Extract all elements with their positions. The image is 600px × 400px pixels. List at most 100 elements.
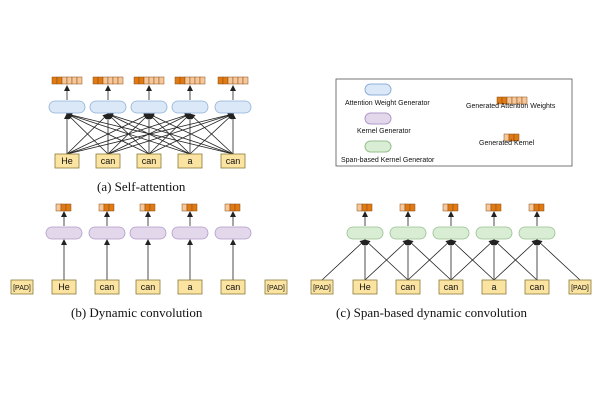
sa-edge-5-4 xyxy=(189,113,234,155)
dc-token-3-label: can xyxy=(141,282,156,292)
caption-dynamic-convolution: (b) Dynamic convolution xyxy=(71,305,203,320)
sdc-pad-left-label: [PAD] xyxy=(313,285,331,292)
sa-weights-4-cell-0 xyxy=(174,76,181,85)
sa-token-3-box xyxy=(136,153,162,169)
sdc-kernel-2-cell-0 xyxy=(399,203,406,212)
dc-kernel-3-cell-0 xyxy=(139,203,146,212)
dc-pad-right-label: [PAD] xyxy=(267,285,285,292)
dc-token-1-box xyxy=(51,279,77,295)
sdc-token-4-box xyxy=(481,279,507,295)
sa-weights-5-cell-5 xyxy=(242,76,249,85)
sa-weights-2-cell-3 xyxy=(107,76,114,85)
sdc-token-1-box xyxy=(352,279,378,295)
sdc-kernel-1-cell-2 xyxy=(366,203,373,212)
sa-weights-4-cell-5 xyxy=(199,76,206,85)
dc-kernel-2-cell-1 xyxy=(103,203,110,212)
sa-token-2-label: can xyxy=(101,156,116,166)
sa-weights-5-cell-2 xyxy=(227,76,234,85)
generator-nodes xyxy=(45,100,556,240)
sdc-kernel-1-cell-1 xyxy=(361,203,368,212)
sa-weights-1-cell-2 xyxy=(61,76,68,85)
dc-generator-5 xyxy=(214,226,252,240)
sa-weights-4-cell-4 xyxy=(194,76,201,85)
legend-span-generator-swatch xyxy=(364,140,392,153)
legend-span-generator-label: Span-based Kernel Generator xyxy=(341,157,435,164)
sa-weights-5-cell-4 xyxy=(237,76,244,85)
sa-weights-1-cell-0 xyxy=(51,76,58,85)
sdc-kernel-3-cell-2 xyxy=(452,203,459,212)
dc-kernel-3-cell-1 xyxy=(144,203,151,212)
legend-attention-generator-swatch xyxy=(364,83,392,96)
dc-kernel-1-cell-1 xyxy=(60,203,67,212)
legend-kernel-label: Generated Kernel xyxy=(479,140,535,147)
sdc-edge-5-3 xyxy=(536,239,581,281)
legend-weights-cell-5 xyxy=(521,96,528,105)
sdc-generator-2 xyxy=(389,226,427,240)
sa-weights-5-cell-3 xyxy=(232,76,239,85)
dc-generator-4 xyxy=(171,226,209,240)
sdc-kernel-1-cell-0 xyxy=(356,203,363,212)
caption-self-attention: (a) Self-attention xyxy=(97,179,186,194)
dc-generator-1 xyxy=(45,226,83,240)
sa-weights-5-cell-1 xyxy=(222,76,229,85)
legend: Attention Weight Generator Kernel Genera… xyxy=(335,78,573,167)
sdc-token-5-box xyxy=(524,279,550,295)
sdc-token-2-box xyxy=(395,279,421,295)
sa-token-3-label: can xyxy=(142,156,157,166)
sa-generator-2 xyxy=(89,100,127,114)
sa-token-2-box xyxy=(95,153,121,169)
dc-kernel-4-cell-1 xyxy=(186,203,193,212)
sdc-kernel-4-cell-2 xyxy=(495,203,502,212)
sa-token-5-label: can xyxy=(226,156,241,166)
sdc-edge-3-1 xyxy=(407,239,452,281)
sa-edge-4-1 xyxy=(66,112,191,155)
sdc-token-5-label: can xyxy=(530,282,545,292)
sa-weights-4-cell-3 xyxy=(189,76,196,85)
dc-token-5-label: can xyxy=(226,282,241,292)
sdc-token-3-label: can xyxy=(444,282,459,292)
sdc-token-3-box xyxy=(438,279,464,295)
legend-attention-weights-label: Generated Attention Weights xyxy=(466,103,556,110)
sdc-edge-5-1 xyxy=(493,239,538,281)
dc-token-5-box xyxy=(220,279,246,295)
dc-token-1-label: He xyxy=(58,282,70,292)
sa-weights-4-cell-1 xyxy=(179,76,186,85)
sa-weights-1-cell-5 xyxy=(76,76,83,85)
sdc-kernel-3-cell-0 xyxy=(442,203,449,212)
dc-kernel-5-cell-1 xyxy=(229,203,236,212)
sdc-kernel-5-cell-0 xyxy=(528,203,535,212)
sdc-kernel-2-cell-1 xyxy=(404,203,411,212)
dc-token-4-label: a xyxy=(187,282,192,292)
sdc-token-4-label: a xyxy=(491,282,496,292)
sa-weights-3-cell-3 xyxy=(148,76,155,85)
sdc-kernel-5-cell-2 xyxy=(538,203,545,212)
sa-token-4-label: a xyxy=(187,156,192,166)
dc-kernel-5-cell-0 xyxy=(224,203,231,212)
sa-edge-5-1 xyxy=(66,112,234,155)
dc-generator-3 xyxy=(129,226,167,240)
dc-kernel-4-cell-0 xyxy=(181,203,188,212)
sa-weights-2-cell-2 xyxy=(102,76,109,85)
sdc-kernel-5-cell-1 xyxy=(533,203,540,212)
sdc-kernel-2-cell-2 xyxy=(409,203,416,212)
sa-weights-4-cell-2 xyxy=(184,76,191,85)
sa-token-1-box xyxy=(54,153,80,169)
sa-edge-3-1 xyxy=(66,113,150,155)
sdc-edge-2-1 xyxy=(364,239,409,281)
sdc-pad-left-box xyxy=(310,279,334,295)
legend-kernel-generator-swatch xyxy=(364,112,392,125)
dc-token-2-box xyxy=(94,279,120,295)
sdc-kernel-4-cell-0 xyxy=(485,203,492,212)
legend-attention-weights-swatch xyxy=(496,96,528,105)
sa-token-5-box xyxy=(220,153,246,169)
sdc-edge-1-1 xyxy=(321,239,366,281)
sa-edge-2-1 xyxy=(66,113,109,155)
sa-weights-3-cell-2 xyxy=(143,76,150,85)
sa-weights-5-cell-0 xyxy=(217,76,224,85)
legend-attention-generator-label: Attention Weight Generator xyxy=(345,100,430,107)
sdc-pad-right-box xyxy=(568,279,592,295)
sa-generator-3 xyxy=(130,100,168,114)
connection-arrows xyxy=(61,85,581,281)
legend-kernel-cell-2 xyxy=(513,133,520,142)
